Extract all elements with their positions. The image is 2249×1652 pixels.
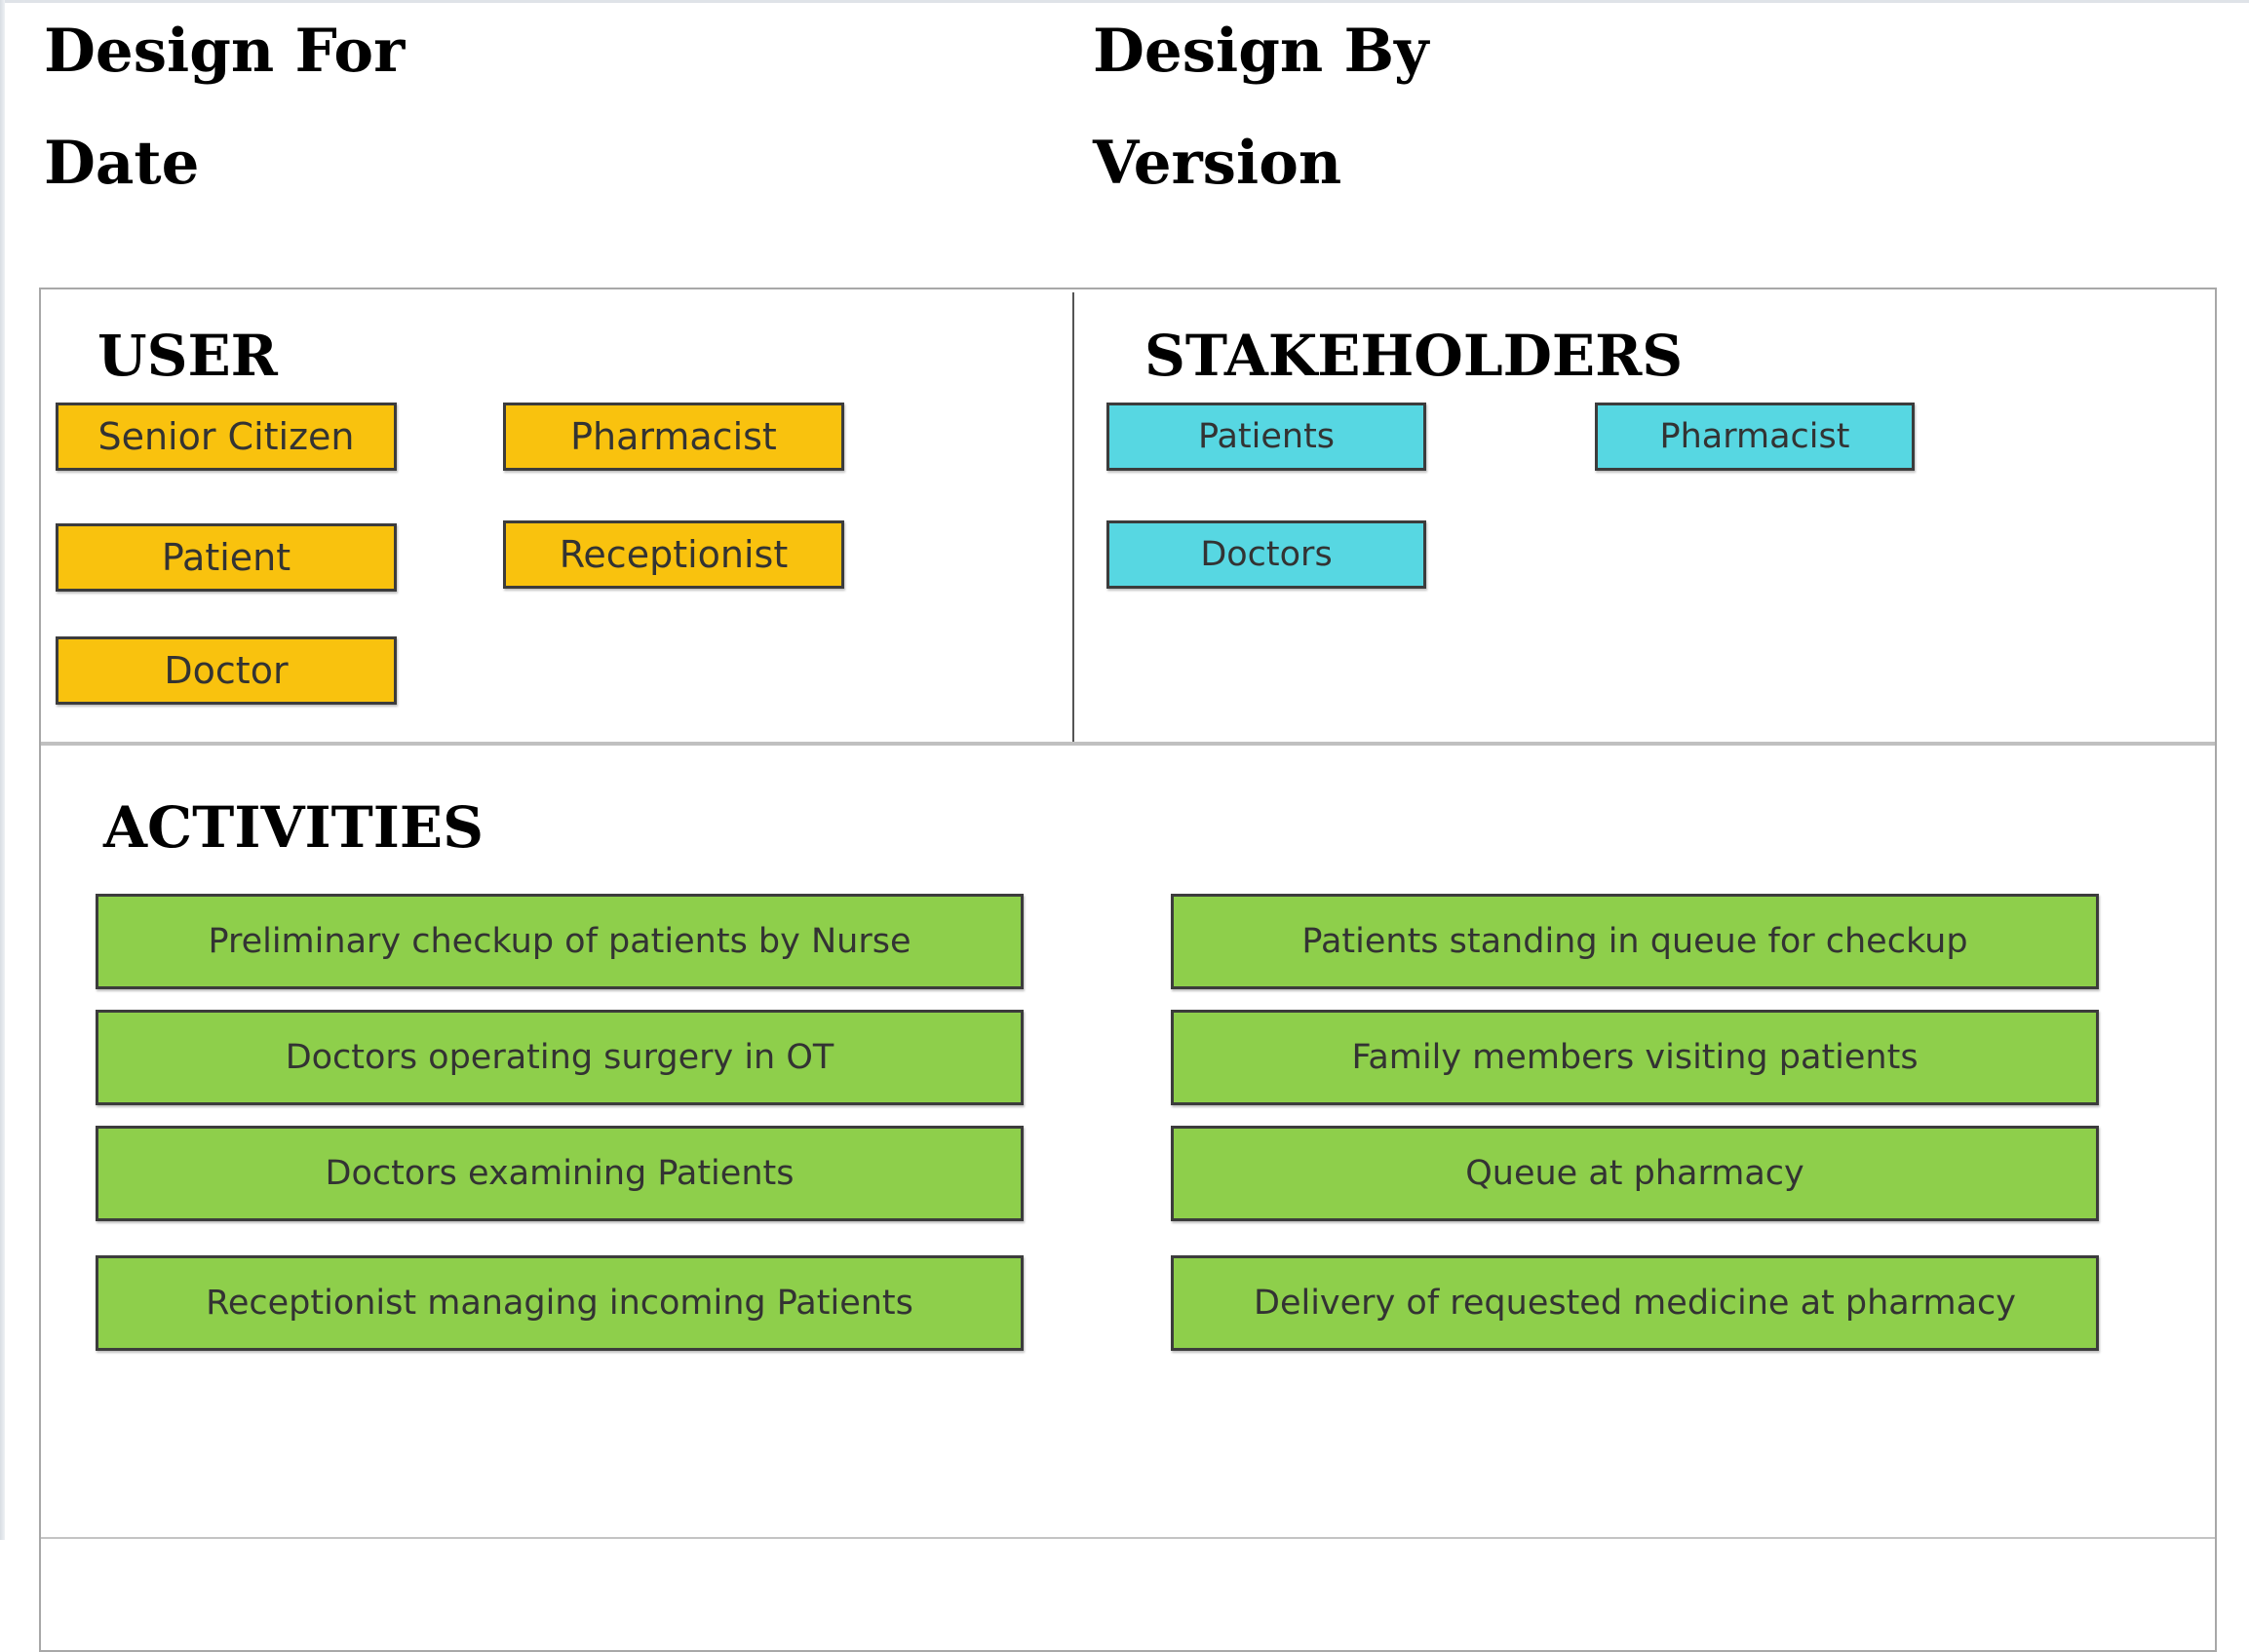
activity-tag-queue-at-pharmacy[interactable]: Queue at pharmacy	[1171, 1126, 2099, 1221]
window-top-edge	[0, 0, 2249, 3]
user-tag-pharmacist[interactable]: Pharmacist	[503, 403, 844, 471]
activities-section-title: ACTIVITIES	[103, 794, 484, 861]
design-by-label: Design By	[1093, 17, 1429, 86]
activity-tag-queue-for-checkup[interactable]: Patients standing in queue for checkup	[1171, 894, 2099, 989]
activity-tag-medicine-delivery[interactable]: Delivery of requested medicine at pharma…	[1171, 1255, 2099, 1351]
user-stakeholder-divider	[1072, 292, 1074, 743]
stakeholder-tag-patients[interactable]: Patients	[1106, 403, 1426, 471]
user-tag-patient[interactable]: Patient	[56, 523, 397, 592]
window-left-edge	[0, 0, 5, 1540]
activity-tag-preliminary-checkup[interactable]: Preliminary checkup of patients by Nurse	[96, 894, 1024, 989]
activity-tag-doctors-examining[interactable]: Doctors examining Patients	[96, 1126, 1024, 1221]
user-section-title: USER	[97, 323, 278, 389]
user-tag-receptionist[interactable]: Receptionist	[503, 520, 844, 589]
date-label: Date	[44, 129, 200, 198]
activity-tag-receptionist-managing[interactable]: Receptionist managing incoming Patients	[96, 1255, 1024, 1351]
user-tag-doctor[interactable]: Doctor	[56, 636, 397, 705]
activities-divider	[41, 742, 2215, 746]
stakeholders-section-title: STAKEHOLDERS	[1144, 323, 1684, 389]
activity-tag-surgery-in-ot[interactable]: Doctors operating surgery in OT	[96, 1010, 1024, 1105]
stakeholder-tag-doctors[interactable]: Doctors	[1106, 520, 1426, 589]
activity-tag-family-visiting[interactable]: Family members visiting patients	[1171, 1010, 2099, 1105]
user-tag-senior-citizen[interactable]: Senior Citizen	[56, 403, 397, 471]
design-for-label: Design For	[44, 17, 406, 86]
version-label: Version	[1093, 129, 1342, 198]
stakeholder-tag-pharmacist[interactable]: Pharmacist	[1595, 403, 1915, 471]
canvas-bottom-line	[41, 1537, 2215, 1539]
